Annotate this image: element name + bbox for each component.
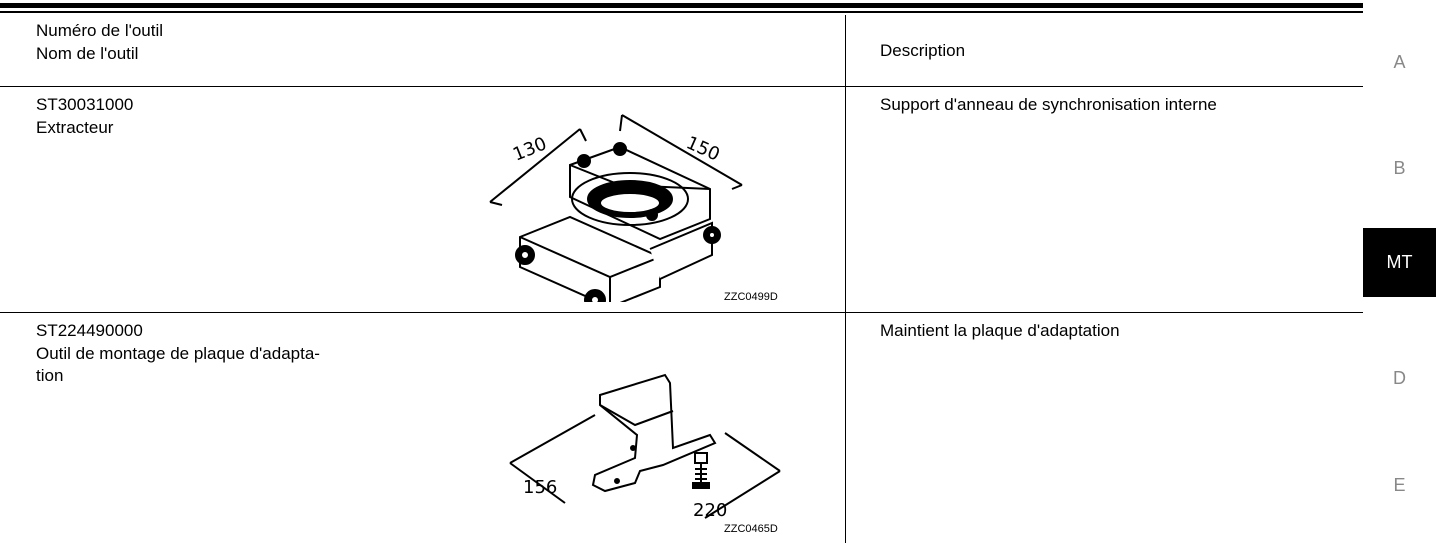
- puller-illustration: 130 150: [489, 114, 743, 302]
- tool-name: Extracteur: [36, 118, 114, 137]
- table-row: ST224490000 Outil de montage de plaque d…: [0, 312, 1364, 544]
- dimension-label: 220: [693, 500, 727, 521]
- tool-number: ST30031000: [36, 95, 134, 114]
- dimension-label: 130: [510, 133, 550, 165]
- header-tool-number: Numéro de l'outil: [36, 21, 164, 40]
- header-description: Description: [880, 41, 966, 60]
- tool-cell-1: ST30031000 Extracteur: [0, 86, 846, 313]
- header-tool-name: Nom de l'outil: [36, 44, 139, 63]
- dimension-label: 156: [523, 477, 557, 498]
- description-cell-1: Support d'anneau de synchronisation inte…: [845, 86, 1363, 313]
- section-tab-mt[interactable]: MT: [1363, 228, 1436, 297]
- section-tab-b[interactable]: B: [1393, 158, 1406, 178]
- section-tab-a[interactable]: A: [1393, 52, 1406, 72]
- special-tools-table: Numéro de l'outil Nom de l'outil Descrip…: [0, 15, 1363, 543]
- header-tool-cell: Numéro de l'outil Nom de l'outil: [0, 15, 846, 87]
- table-row: ST30031000 Extracteur: [0, 86, 1363, 313]
- header-description-cell: Description: [845, 15, 1363, 87]
- figure-code: ZZC0499D: [724, 291, 778, 303]
- table-header-row: Numéro de l'outil Nom de l'outil Descrip…: [0, 15, 1363, 87]
- tool-number: ST224490000: [36, 321, 143, 340]
- top-rule-thin: [0, 11, 1363, 13]
- section-tab-e[interactable]: E: [1393, 475, 1406, 495]
- dimension-label: 150: [683, 132, 723, 165]
- adapter-plate-tool-illustration: 156 220: [509, 373, 781, 521]
- description-cell-2: Maintient la plaque d'adaptation: [846, 313, 1364, 544]
- figure-code: ZZC0465D: [724, 523, 778, 535]
- top-rule-thick: [0, 3, 1363, 8]
- tool-description: Maintient la plaque d'adaptation: [880, 321, 1120, 340]
- tool-name: Outil de montage de plaque d'adapta- tio…: [36, 344, 320, 385]
- tool-cell-2: ST224490000 Outil de montage de plaque d…: [0, 312, 846, 543]
- tool-description: Support d'anneau de synchronisation inte…: [880, 95, 1217, 114]
- section-tab-d[interactable]: D: [1393, 368, 1406, 388]
